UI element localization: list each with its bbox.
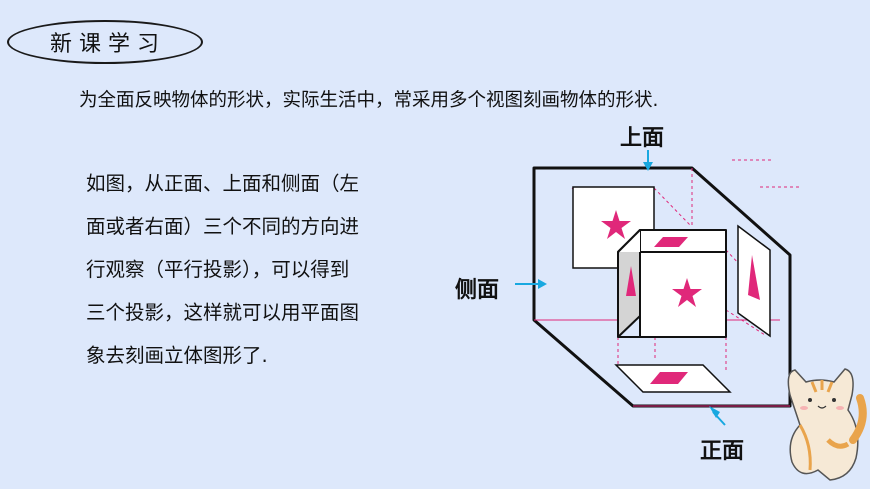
explanation-paragraph: 如图，从正面、上面和侧面（左 面或者右面）三个不同的方向进 行观察（平行投影），…: [86, 162, 426, 377]
section-badge: 新课学习: [7, 20, 203, 64]
paragraph-line: 面或者右面）三个不同的方向进: [86, 215, 360, 238]
parallelogram-icon: [650, 372, 688, 384]
triangle-icon: [748, 255, 760, 300]
star-icon: [601, 210, 631, 239]
label-side-view: 侧面: [455, 277, 500, 303]
paragraph-line: 行观察（平行投影），可以得到: [86, 258, 350, 281]
paragraph-line: 象去刻画立体图形了.: [86, 344, 268, 367]
star-icon: [672, 278, 702, 307]
view-arrows: [515, 150, 726, 426]
section-badge-label: 新课学习: [49, 32, 166, 57]
paragraph-line: 如图，从正面、上面和侧面（左: [86, 172, 360, 195]
cat-mascot-icon: [787, 368, 867, 481]
top-view-panel: [614, 364, 732, 393]
parallelogram-icon: [654, 237, 688, 247]
label-front-view: 正面: [700, 438, 745, 464]
intro-sentence: 为全面反映物体的形状，实际生活中，常采用多个视图刻画物体的形状.: [79, 90, 659, 111]
label-top-view: 上面: [620, 125, 665, 151]
paragraph-line: 三个投影，这样就可以用平面图: [86, 301, 360, 324]
triangle-icon: [626, 266, 636, 296]
side-view-panel: [737, 224, 771, 338]
